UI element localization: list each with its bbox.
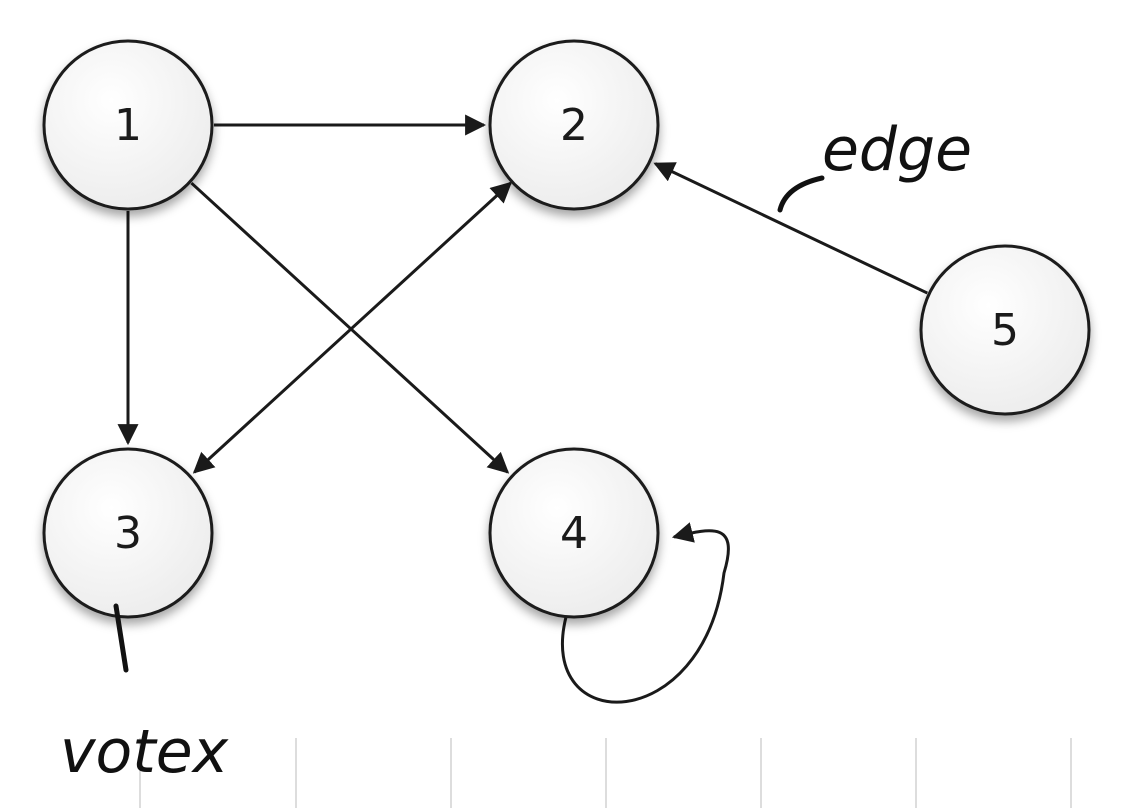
nodes: 1 2 3 4 5 bbox=[42, 39, 1091, 619]
vertex-label-3: 3 bbox=[114, 508, 142, 559]
vertex-3: 3 bbox=[42, 447, 214, 619]
vertex-label-4: 4 bbox=[560, 508, 588, 559]
vertex-1: 1 bbox=[42, 39, 214, 211]
vertex-pointer-stroke bbox=[113, 603, 129, 673]
background-grid bbox=[139, 738, 1072, 808]
vertex-annotation: votex bbox=[60, 603, 229, 787]
vertex-circle-3 bbox=[42, 447, 214, 619]
vertex-circle-1 bbox=[42, 39, 214, 211]
vertex-circle-5 bbox=[919, 244, 1091, 416]
vertex-2: 2 bbox=[488, 39, 660, 211]
vertex-4: 4 bbox=[488, 447, 660, 619]
edge-1-4 bbox=[190, 181, 510, 474]
vertex-circle-4 bbox=[488, 447, 660, 619]
vertex-annotation-text: votex bbox=[60, 717, 229, 787]
vertex-5: 5 bbox=[919, 244, 1091, 416]
edge-5-2 bbox=[653, 162, 928, 295]
vertex-label-5: 5 bbox=[991, 305, 1019, 356]
edge-self-loop-4 bbox=[560, 522, 730, 704]
edge-annotation-text: edge bbox=[822, 115, 972, 185]
edges bbox=[117, 114, 928, 704]
vertex-circle-2 bbox=[488, 39, 660, 211]
edge-annotation: edge bbox=[777, 115, 972, 213]
edge-2-3 bbox=[192, 181, 513, 474]
edge-pointer-stroke bbox=[777, 175, 825, 213]
vertex-label-2: 2 bbox=[560, 100, 588, 151]
vertex-label-1: 1 bbox=[114, 100, 142, 151]
